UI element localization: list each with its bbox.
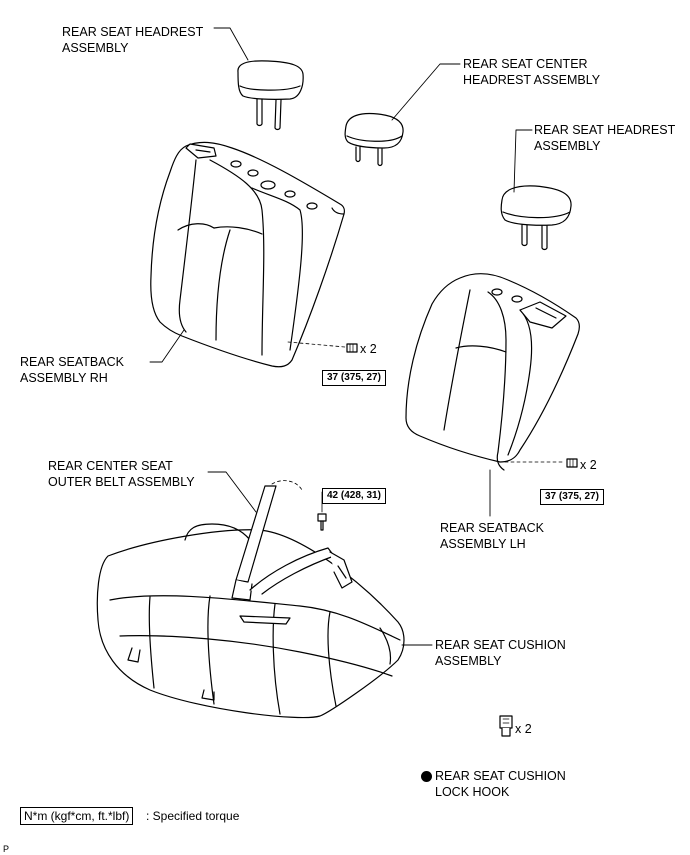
- headrest-rh: [237, 60, 304, 131]
- label-lock-hook: REAR SEAT CUSHION LOCK HOOK: [435, 768, 566, 800]
- torque-seatback-lh: 37 (375, 27): [540, 489, 604, 505]
- label-headrest-rh-line1: REAR SEAT HEADREST: [62, 25, 204, 39]
- label-seatback-rh-line2: ASSEMBLY RH: [20, 371, 108, 385]
- leader-lines: [149, 27, 533, 646]
- label-center-belt-line1: REAR CENTER SEAT: [48, 459, 173, 473]
- label-headrest-rh: REAR SEAT HEADREST ASSEMBLY: [62, 24, 203, 56]
- label-lock-hook-line2: LOCK HOOK: [435, 785, 510, 799]
- label-seatback-rh-line1: REAR SEATBACK: [20, 355, 124, 369]
- label-seatback-rh: REAR SEATBACK ASSEMBLY RH: [20, 354, 124, 386]
- legend-torque-unit: N*m (kgf*cm, ft.*lbf): [20, 807, 134, 825]
- label-headrest-lh: REAR SEAT HEADREST ASSEMBLY: [534, 122, 675, 154]
- label-seat-cushion-line1: REAR SEAT CUSHION: [435, 638, 566, 652]
- label-seatback-lh: REAR SEATBACK ASSEMBLY LH: [440, 520, 544, 552]
- bolt-rh: [287, 341, 358, 353]
- label-headrest-rh-line2: ASSEMBLY: [62, 41, 129, 55]
- new-part-marker-icon: [421, 771, 432, 782]
- legend-description: : Specified torque: [146, 809, 240, 823]
- label-headrest-lh-line1: REAR SEAT HEADREST: [534, 123, 676, 137]
- qty-seatback-lh-bolt: x 2: [580, 458, 597, 472]
- label-center-headrest-line2: HEADREST ASSEMBLY: [463, 73, 601, 87]
- corner-code: P: [3, 844, 10, 854]
- label-headrest-lh-line2: ASSEMBLY: [534, 139, 601, 153]
- label-lock-hook-line1: REAR SEAT CUSHION: [435, 769, 566, 783]
- bolt-lh: [504, 458, 578, 468]
- label-center-headrest-line1: REAR SEAT CENTER: [463, 57, 588, 71]
- center-belt: [231, 480, 353, 601]
- headrest-lh: [500, 185, 572, 251]
- qty-seatback-rh-bolt: x 2: [360, 342, 377, 356]
- label-center-headrest: REAR SEAT CENTER HEADREST ASSEMBLY: [463, 56, 600, 88]
- label-seatback-lh-line2: ASSEMBLY LH: [440, 537, 526, 551]
- seatback-lh: [405, 273, 580, 471]
- qty-lock-hook: x 2: [515, 722, 532, 736]
- label-center-belt: REAR CENTER SEAT OUTER BELT ASSEMBLY: [48, 458, 195, 490]
- label-seat-cushion-line2: ASSEMBLY: [435, 654, 502, 668]
- seatback-rh: [150, 141, 345, 368]
- torque-seatback-rh: 37 (375, 27): [322, 370, 386, 386]
- label-seatback-lh-line1: REAR SEATBACK: [440, 521, 544, 535]
- headrest-center: [344, 112, 404, 167]
- label-center-belt-line2: OUTER BELT ASSEMBLY: [48, 475, 195, 489]
- lock-hook: [499, 715, 513, 737]
- label-seat-cushion: REAR SEAT CUSHION ASSEMBLY: [435, 637, 566, 669]
- torque-belt: 42 (428, 31): [322, 488, 386, 504]
